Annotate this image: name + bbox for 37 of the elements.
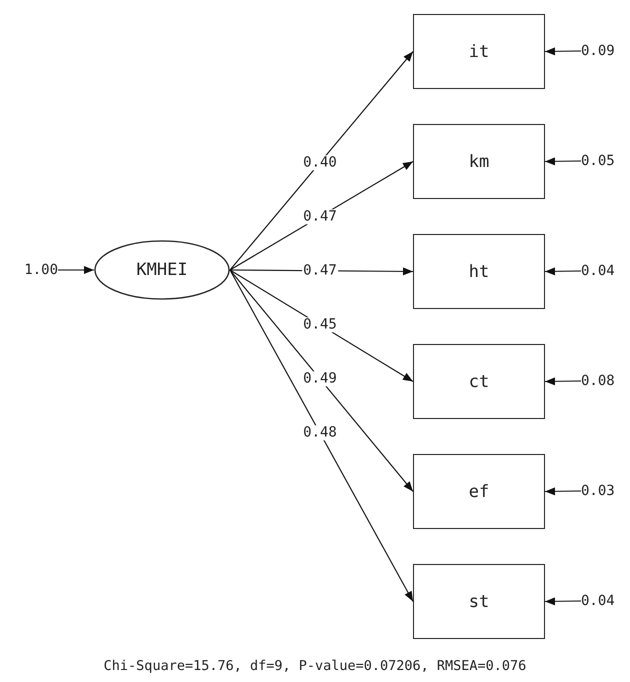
edge-label: 0.48	[302, 425, 338, 441]
node-label: ct	[468, 372, 490, 392]
node-label: KMHEI	[136, 260, 188, 280]
node-label: it	[468, 42, 490, 62]
observed-variable-box	[413, 344, 545, 419]
value-label: 0.04	[581, 263, 615, 279]
arrow	[545, 157, 581, 166]
value-label: 0.08	[581, 373, 615, 389]
arrow	[545, 487, 581, 496]
arrow	[58, 266, 94, 274]
value-label: 0.09	[581, 43, 615, 59]
edge-label: 0.47	[302, 208, 338, 224]
value-label: 0.04	[581, 593, 615, 609]
node-label: st	[468, 592, 490, 612]
edge-label: 0.40	[302, 154, 338, 170]
observed-variable-box	[413, 124, 545, 199]
observed-variable-box	[413, 234, 545, 309]
node-label: km	[468, 152, 490, 172]
arrow	[545, 597, 581, 606]
arrow	[545, 377, 581, 386]
edge-label: 0.49	[302, 371, 338, 387]
edge-label: 0.45	[302, 317, 338, 333]
arrow	[230, 270, 414, 602]
fit-statistics-caption: Chi-Square=15.76, df=9, P-value=0.07206, RMSEA=0.076	[102, 658, 528, 674]
arrow	[545, 47, 581, 56]
value-label: 0.03	[581, 483, 615, 499]
node-label: ht	[468, 262, 490, 282]
arrow	[230, 270, 414, 492]
observed-variable-box	[413, 564, 545, 639]
observed-variable-box	[413, 454, 545, 529]
value-label: 0.05	[581, 153, 615, 169]
value-label: 1.00	[24, 262, 58, 278]
arrow	[545, 267, 581, 276]
arrow	[230, 51, 414, 270]
node-label: ef	[468, 482, 490, 502]
observed-variable-box	[413, 14, 545, 89]
latent-variable-ellipse	[94, 240, 230, 300]
